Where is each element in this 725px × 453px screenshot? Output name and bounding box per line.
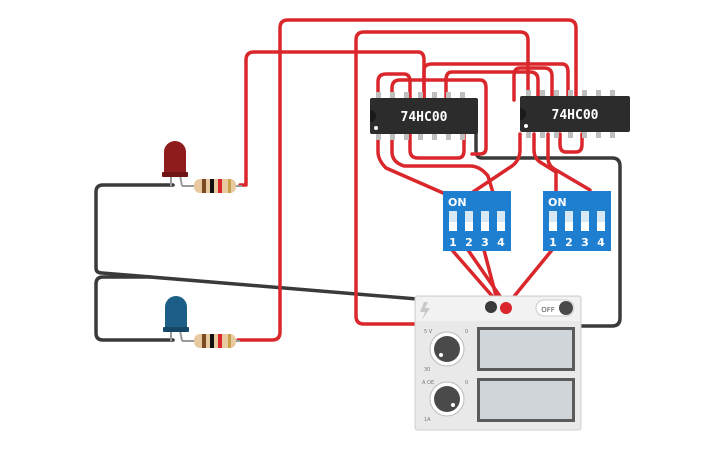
dip2-toggle-4[interactable] (597, 211, 605, 231)
knob1-right-label: 0 (465, 329, 468, 335)
knob2-right-label: 0 (465, 380, 468, 386)
red-wire-chip2-bottom-4[interactable] (546, 132, 592, 192)
dip-switch-1[interactable]: ON 1 2 3 4 (443, 191, 511, 251)
positive-terminal[interactable] (500, 302, 512, 314)
chip2-body (520, 96, 630, 132)
negative-terminal[interactable] (485, 301, 497, 313)
black-wire-led1-cathode[interactable] (94, 183, 492, 307)
svg-text:3: 3 (481, 236, 489, 249)
knob1-bottom-label: 30 (424, 367, 430, 373)
svg-text:1: 1 (549, 236, 557, 249)
current-display (480, 381, 572, 419)
red-wire-chip2-top-b[interactable] (512, 66, 554, 102)
resistor-1[interactable] (182, 179, 242, 193)
power-switch-label: OFF (541, 306, 555, 314)
dip1-toggle-4[interactable] (497, 211, 505, 231)
current-knob[interactable] (434, 386, 460, 412)
knob2-top-label: A OE (422, 380, 434, 386)
red-wire-chip1-bottom-1[interactable] (376, 132, 452, 198)
lightning-icon (420, 302, 430, 320)
led-blue[interactable] (163, 296, 189, 342)
dip2-numbers: 1 2 3 4 (549, 236, 605, 249)
led-blue-body (165, 296, 187, 331)
resistor-2[interactable] (182, 334, 240, 348)
red-wires[interactable] (236, 18, 592, 342)
svg-text:2: 2 (465, 236, 473, 249)
dip2-toggle-2[interactable] (565, 211, 573, 231)
black-wire-led2-cathode[interactable] (94, 275, 175, 342)
dip1-toggles[interactable] (449, 211, 505, 231)
led-red[interactable] (162, 141, 188, 187)
svg-text:3: 3 (581, 236, 589, 249)
svg-text:2: 2 (565, 236, 573, 249)
chip1-pin1-dot (374, 126, 378, 130)
chip2-pins (526, 90, 615, 138)
chip1-notch (370, 110, 376, 122)
red-wire-chip1-loop-b[interactable] (390, 78, 488, 156)
power-switch-knob[interactable] (559, 301, 573, 315)
red-wire-chip2-bottom-3[interactable] (558, 132, 584, 154)
dip-switch-2[interactable]: ON 1 2 3 4 (543, 191, 611, 251)
power-supply[interactable]: OFF 5 V 30 0 A OE 1A 0 (414, 295, 582, 431)
dip2-on-label: ON (548, 196, 567, 209)
chip1-pins (376, 92, 465, 140)
dip2-toggle-1[interactable] (549, 211, 557, 231)
chip2-notch (520, 108, 526, 120)
dip1-toggle-3[interactable] (481, 211, 489, 231)
chip2-pin1-dot (524, 124, 528, 128)
knob2-bottom-label: 1A (424, 417, 431, 423)
red-wire-chip2-bottom-1[interactable] (468, 132, 522, 196)
chip1-body (370, 98, 478, 134)
dip2-toggles[interactable] (549, 211, 605, 231)
dip1-toggle-1[interactable] (449, 211, 457, 231)
red-wire-chip-bridge[interactable] (422, 62, 570, 100)
svg-text:4: 4 (597, 236, 605, 249)
red-wire-chip2-bottom-2[interactable] (532, 132, 558, 194)
chip1-label: 74HC00 (401, 110, 448, 125)
red-wire-led2[interactable] (236, 18, 578, 342)
svg-text:1: 1 (449, 236, 457, 249)
red-wire-chip2-top-a[interactable] (444, 70, 540, 100)
chip-74hc00-1[interactable]: 74HC00 (370, 92, 478, 140)
dip1-numbers: 1 2 3 4 (449, 236, 505, 249)
led-red-body (164, 141, 186, 176)
red-wire-dip1-ground[interactable] (482, 248, 498, 298)
svg-text:4: 4 (497, 236, 505, 249)
dip1-on-label: ON (448, 196, 467, 209)
voltage-display (480, 330, 572, 368)
knob1-top-label: 5 V (424, 329, 433, 335)
red-wire-led1[interactable] (238, 50, 426, 187)
red-wire-chip1-bottom-3[interactable] (408, 132, 466, 160)
dip1-toggle-2[interactable] (465, 211, 473, 231)
voltage-knob[interactable] (434, 336, 460, 362)
dip2-toggle-3[interactable] (581, 211, 589, 231)
chip-74hc00-2[interactable]: 74HC00 (520, 90, 630, 138)
red-wire-chip1-bottom-2[interactable] (390, 132, 496, 198)
chip2-label: 74HC00 (552, 108, 599, 123)
